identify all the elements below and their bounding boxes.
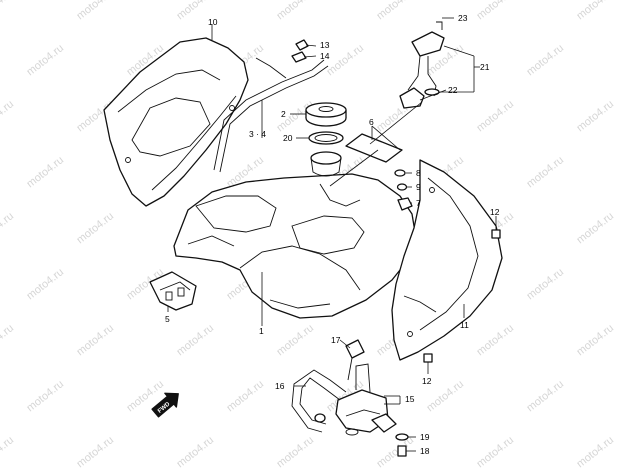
callout-2: 2 bbox=[281, 109, 286, 119]
watermark-text: moto4.ru bbox=[74, 0, 116, 22]
callout-12-lower: 12 bbox=[422, 376, 432, 386]
watermark-text: moto4.ru bbox=[24, 42, 66, 78]
callout-11: 11 bbox=[460, 320, 469, 330]
watermark-text: moto4.ru bbox=[524, 154, 566, 190]
part-17-hose-end bbox=[345, 339, 365, 381]
part-3-4-breather-hose bbox=[213, 57, 329, 173]
callout-1: 1 bbox=[259, 326, 264, 336]
watermark-text: moto4.ru bbox=[474, 0, 516, 22]
callout-3-4: 3 · 4 bbox=[249, 129, 266, 139]
watermark-text: moto4.ru bbox=[74, 434, 116, 468]
watermark-text: moto4.ru bbox=[574, 98, 616, 134]
watermark-text: moto4.ru bbox=[24, 266, 66, 302]
callout-9: 9 bbox=[416, 182, 421, 192]
watermark-text: moto4.ru bbox=[274, 322, 316, 358]
callout-5: 5 bbox=[165, 314, 170, 324]
watermark-text: moto4.ru bbox=[574, 210, 616, 246]
callout-14: 14 bbox=[320, 51, 330, 61]
watermark-text: moto4.ru bbox=[574, 0, 616, 22]
watermark-text: moto4.ru bbox=[524, 378, 566, 414]
watermark-text: moto4.ru bbox=[74, 322, 116, 358]
watermark-text: moto4.ru bbox=[474, 434, 516, 468]
watermark-text: moto4.ru bbox=[274, 434, 316, 468]
callout-13: 13 bbox=[320, 40, 330, 50]
watermark-text: moto4.ru bbox=[574, 434, 616, 468]
part-7-8-9-grommets bbox=[394, 169, 413, 211]
callout-15: 15 bbox=[405, 394, 415, 404]
watermark-text: moto4.ru bbox=[474, 98, 516, 134]
watermark-text: moto4.ru bbox=[174, 434, 216, 468]
watermark-text: moto4.ru bbox=[474, 322, 516, 358]
watermark-text: moto4.ru bbox=[74, 210, 116, 246]
callout-18: 18 bbox=[420, 446, 430, 456]
callout-21: 21 bbox=[480, 62, 490, 72]
callout-19: 19 bbox=[420, 432, 430, 442]
part-21-fuel-gauge-unit bbox=[399, 21, 445, 109]
callout-22: 22 bbox=[448, 85, 458, 95]
watermark-text: moto4.ru bbox=[0, 98, 16, 134]
watermark-text: moto4.ru bbox=[0, 434, 16, 468]
watermark-text: moto4.ru bbox=[24, 154, 66, 190]
part-16-fuel-hose bbox=[291, 369, 347, 433]
part-13-14-clips bbox=[291, 39, 309, 63]
watermark-text: moto4.ru bbox=[274, 0, 316, 22]
watermark-text: moto4.ru bbox=[174, 322, 216, 358]
part-12-bolts bbox=[423, 229, 501, 363]
part-6-seal-plate bbox=[345, 133, 403, 163]
part-1-fuel-tank bbox=[173, 151, 417, 319]
part-20-gasket-ring bbox=[308, 131, 344, 145]
callout-labels: 10 13 14 2 3 · 4 20 6 8 9 7 12 5 1 11 17… bbox=[165, 13, 500, 456]
watermark-text: moto4.ru bbox=[574, 322, 616, 358]
part-5-bracket bbox=[149, 271, 197, 311]
watermark-text: moto4.ru bbox=[0, 210, 16, 246]
watermark-text: moto4.ru bbox=[524, 266, 566, 302]
callout-8: 8 bbox=[416, 168, 421, 178]
watermark-text: moto4.ru bbox=[224, 378, 266, 414]
callout-20: 20 bbox=[283, 133, 293, 143]
callout-17: 17 bbox=[331, 335, 341, 345]
callout-10: 10 bbox=[208, 17, 218, 27]
part-15-fuel-valve bbox=[335, 363, 397, 436]
watermark-text: moto4.ru bbox=[374, 0, 416, 22]
watermark-text: moto4.ru bbox=[324, 42, 366, 78]
hose-clamp bbox=[314, 413, 326, 423]
watermark-text: moto4.ru bbox=[0, 0, 16, 22]
callout-6: 6 bbox=[369, 117, 374, 127]
callout-12-upper: 12 bbox=[490, 207, 500, 217]
part-10-left-cover bbox=[103, 37, 249, 207]
watermark-text: moto4.ru bbox=[0, 322, 16, 358]
leader-lines bbox=[167, 17, 497, 452]
watermark-text: moto4.ru bbox=[524, 42, 566, 78]
callout-16: 16 bbox=[275, 381, 285, 391]
callout-23: 23 bbox=[458, 13, 468, 23]
watermark-text: moto4.ru bbox=[24, 378, 66, 414]
part-2-fuel-cap bbox=[305, 102, 347, 127]
callout-7: 7 bbox=[416, 198, 421, 208]
part-11-right-cover bbox=[391, 159, 503, 361]
